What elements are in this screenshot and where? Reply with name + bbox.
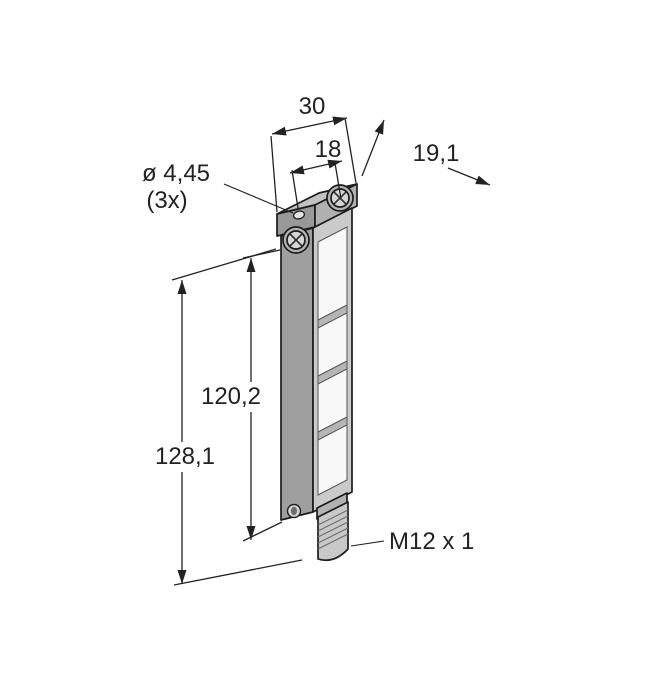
extension-line (270, 135, 278, 213)
extension-line (334, 162, 342, 200)
lens-divider (317, 360, 348, 385)
lens-divider (317, 416, 348, 441)
arrowhead-icon (475, 175, 490, 185)
lens-window (317, 226, 348, 496)
sensor-body (276, 183, 358, 562)
housing-left-face (280, 227, 314, 521)
dim-overall-length-label: 128,1 (155, 443, 215, 470)
arrowhead-icon (246, 526, 256, 540)
mounting-hole (292, 210, 306, 220)
connector-thread-line (317, 527, 349, 544)
extension-line (291, 169, 299, 209)
hole-diameter-label: ø 4,45 (142, 160, 210, 187)
connector-thread-line (317, 533, 349, 550)
arrowhead-icon (177, 280, 187, 294)
arrowhead-icon (246, 258, 256, 272)
dim-hole-spacing-label: 18 (315, 136, 342, 163)
leader-line (350, 540, 385, 547)
connector-thread-line (317, 521, 349, 538)
bottom-mounting-hole-bore (291, 506, 297, 516)
arrowhead-icon (374, 120, 384, 135)
arrowhead-icon (332, 116, 347, 126)
label-background (148, 442, 224, 472)
dim-housing-length-label: 120,2 (201, 383, 261, 410)
screw-slot (289, 233, 303, 247)
extension-line (242, 521, 283, 542)
arrowhead-icon (290, 165, 305, 175)
arrowhead-icon (327, 159, 342, 169)
arrowhead-icon (272, 126, 287, 136)
extension-line (344, 117, 357, 184)
extension-line (171, 248, 277, 281)
arrowhead-icon (177, 570, 187, 584)
dimension-annotations: 30 18 19,1 ø 4,45 (3x) 120 (142, 93, 491, 586)
screw-slot (333, 191, 347, 205)
dim-depth-label: 19,1 (413, 140, 460, 167)
connector-thread-label: M12 x 1 (389, 528, 474, 555)
leader-line (223, 183, 294, 214)
connector-thread-line (317, 515, 349, 532)
connector-thread-line (317, 509, 349, 526)
dim-top-width-label: 30 (299, 93, 326, 120)
hole-count-label: (3x) (146, 187, 187, 214)
label-background (194, 382, 270, 412)
lens-divider (317, 304, 348, 329)
extension-line (173, 559, 303, 586)
